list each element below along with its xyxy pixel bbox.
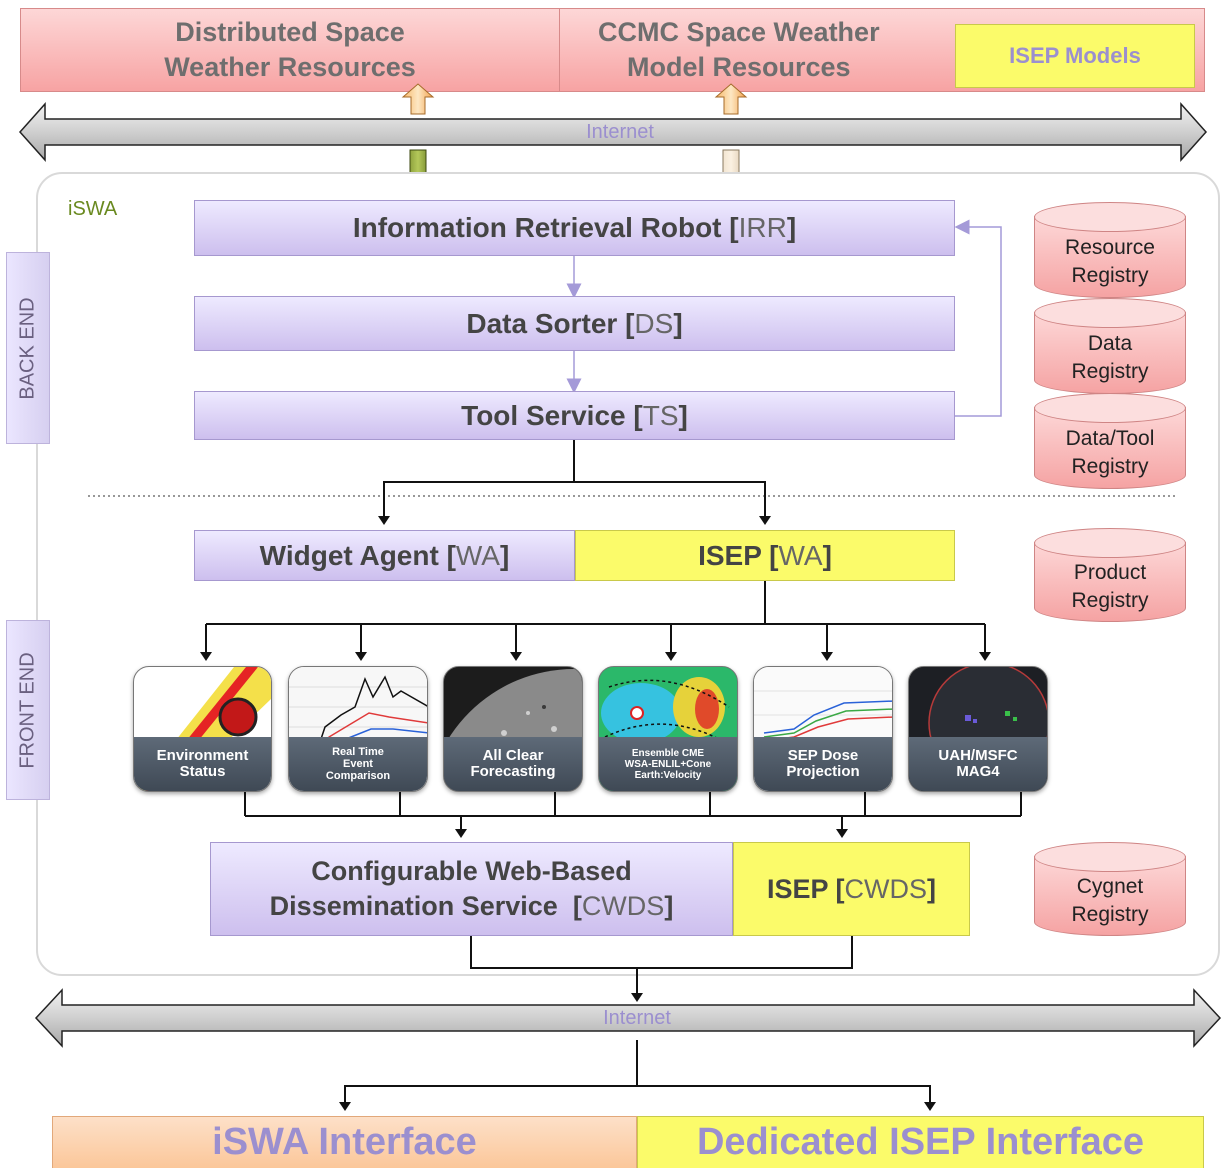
- product-registry: Product Registry: [1034, 528, 1186, 622]
- wa-name: Widget Agent: [259, 539, 447, 571]
- cygnet-registry: Cygnet Registry: [1034, 842, 1186, 936]
- widget-sep-dose[interactable]: SEP Dose Projection: [753, 666, 893, 792]
- cwds-name: Dissemination Service: [269, 891, 573, 921]
- resource-registry-label: Resource Registry: [1065, 235, 1155, 287]
- isep-models-label: ISEP Models: [1009, 43, 1141, 68]
- product-registry-label: Product Registry: [1071, 560, 1149, 612]
- widget-label: Ensemble CME WSA-ENLIL+Cone Earth:Veloci…: [599, 737, 737, 791]
- internet-label-top: Internet: [586, 121, 654, 143]
- wa-abbr: WA: [455, 539, 500, 571]
- cwds-line1: Configurable Web-Based: [311, 855, 632, 886]
- widget-label: All Clear Forecasting: [444, 737, 582, 791]
- widget-all-clear[interactable]: All Clear Forecasting: [443, 666, 583, 792]
- up-arrow-ccmc: [714, 83, 748, 115]
- widget-feed-arrows: [200, 624, 991, 661]
- isep-cwds-box: ISEP [CWDS]: [733, 842, 970, 936]
- ts-name: Tool Service: [461, 399, 634, 431]
- data-tool-registry: Data/Tool Registry: [1034, 393, 1186, 489]
- iswa-interface-label: iSWA Interface: [212, 1121, 477, 1163]
- widget-label: SEP Dose Projection: [754, 737, 892, 791]
- cwds-abbr: CWDS: [581, 891, 665, 921]
- widget-ensemble-cme[interactable]: Ensemble CME WSA-ENLIL+Cone Earth:Veloci…: [598, 666, 738, 792]
- internet-bar-bottom: [34, 988, 1222, 1048]
- isep-interface-label: Dedicated ISEP Interface: [696, 1121, 1145, 1163]
- cwds-box: Configurable Web-Based Dissemination Ser…: [210, 842, 733, 936]
- isep-wa-box: ISEP [WA]: [575, 530, 955, 581]
- distributed-resources-box: Distributed Space Weather Resources: [20, 8, 560, 92]
- iswa-label: iSWA: [68, 198, 118, 220]
- irr-abbr: IRR: [738, 212, 787, 243]
- widget-output-lines: [244, 792, 1022, 838]
- isep-models-box: ISEP Models: [955, 24, 1195, 88]
- ds-abbr: DS: [634, 307, 674, 339]
- front-end-label: FRONT END: [6, 620, 50, 800]
- widget-environment-status[interactable]: Environment Status: [133, 666, 272, 792]
- up-arrow-distributed: [401, 83, 435, 115]
- cygnet-registry-label: Cygnet Registry: [1071, 874, 1149, 926]
- resource-registry: Resource Registry: [1034, 202, 1186, 298]
- data-registry-label: Data Registry: [1071, 331, 1149, 383]
- irr-box: Information Retrieval Robot [IRR]: [194, 200, 955, 256]
- internet-bar-top: [18, 102, 1208, 162]
- widget-mag4[interactable]: UAH/MSFC MAG4: [908, 666, 1048, 792]
- isep-wa-name: ISEP: [698, 539, 770, 571]
- isep-interface-box: Dedicated ISEP Interface: [637, 1116, 1204, 1168]
- widget-agent-box: Widget Agent [WA]: [194, 530, 575, 581]
- widget-real-time-event[interactable]: Real Time Event Comparison: [288, 666, 428, 792]
- data-registry: Data Registry: [1034, 298, 1186, 394]
- widget-label: Environment Status: [134, 737, 271, 791]
- widget-label: UAH/MSFC MAG4: [909, 737, 1047, 791]
- internet-label-bottom: Internet: [603, 1007, 671, 1029]
- ds-name: Data Sorter: [466, 307, 626, 339]
- data-tool-registry-label: Data/Tool Registry: [1065, 426, 1155, 478]
- ts-box: Tool Service [TS]: [194, 391, 955, 440]
- widget-label: Real Time Event Comparison: [289, 737, 427, 791]
- isep-cwds-abbr: CWDS: [844, 873, 928, 904]
- distributed-resources-label: Distributed Space Weather Resources: [164, 16, 416, 82]
- irr-name: Information Retrieval Robot: [352, 212, 730, 243]
- back-end-label: BACK END: [6, 252, 50, 444]
- ds-box: Data Sorter [DS]: [194, 296, 955, 351]
- iswa-interface-box: iSWA Interface: [52, 1116, 637, 1168]
- isep-cwds-name: ISEP: [766, 873, 836, 904]
- ccmc-resources-label: CCMC Space Weather Model Resources: [598, 16, 880, 82]
- ts-abbr: TS: [642, 399, 679, 431]
- isep-wa-abbr: WA: [778, 539, 823, 571]
